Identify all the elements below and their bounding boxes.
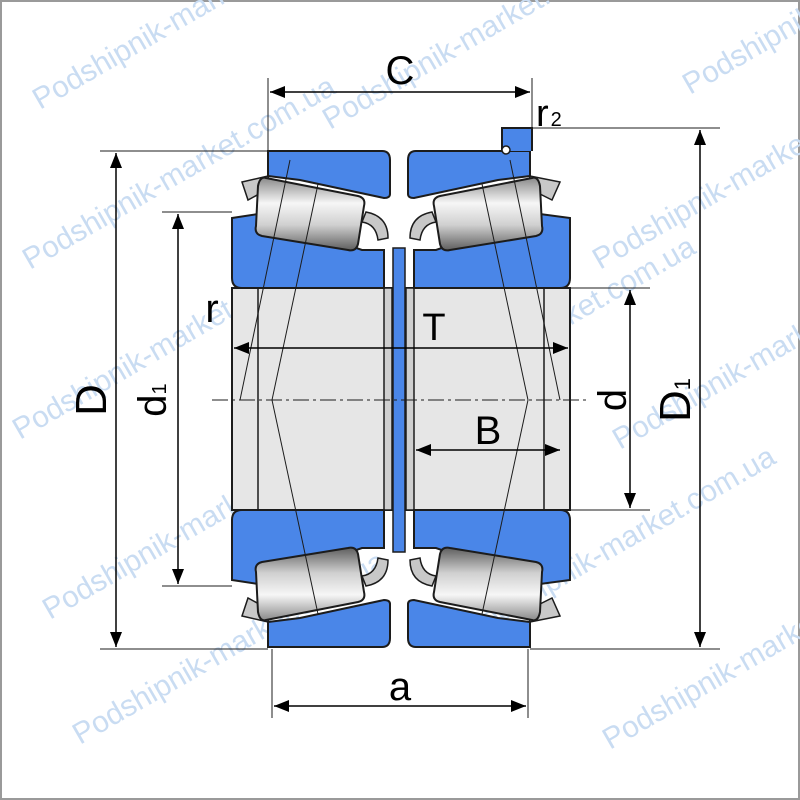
label-D1-main: D	[651, 390, 700, 422]
label-d1-main: d	[131, 394, 175, 416]
label-d: d	[591, 389, 635, 411]
label-a: a	[389, 665, 412, 709]
label-r2-main: r	[536, 93, 549, 135]
outer-ring-left	[267, 150, 391, 200]
label-D: D	[67, 384, 116, 416]
label-D1-sub: 1	[670, 378, 695, 390]
label-r2-sub: 2	[551, 109, 562, 131]
dimension-lines	[110, 86, 706, 712]
label-d1: d1	[131, 383, 175, 416]
label-D1: D1	[651, 378, 700, 422]
outer-ring-flange	[501, 127, 533, 151]
extension-lines	[100, 78, 720, 718]
label-d1-sub: 1	[149, 383, 171, 394]
label-B: B	[475, 409, 502, 453]
label-C: C	[386, 49, 415, 93]
label-r: r	[205, 287, 218, 331]
label-T: T	[422, 307, 445, 349]
contact-angle-lines	[239, 159, 561, 615]
